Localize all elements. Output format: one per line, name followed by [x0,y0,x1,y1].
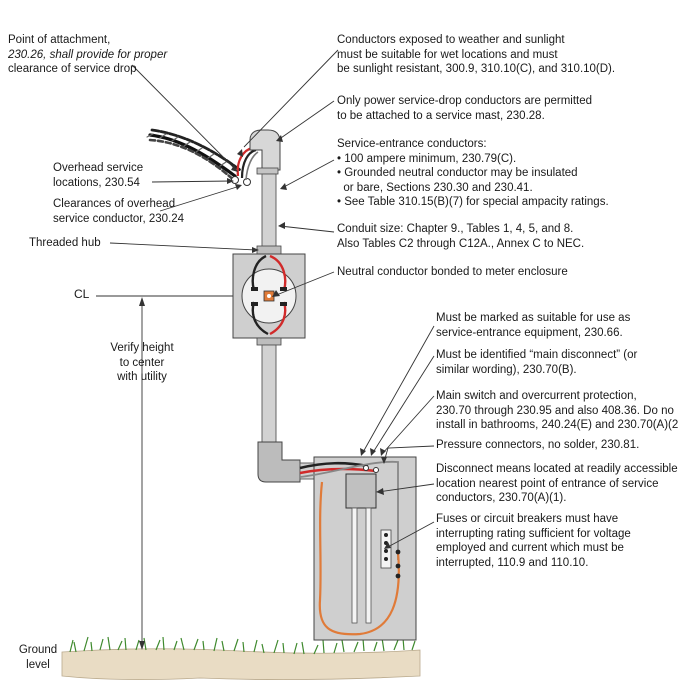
threaded-hub-label: Threaded hub [29,237,101,249]
service-entrance-label: Service-entrance conductors: • 100 amper… [337,138,609,208]
neutral-bonded-label: Neutral conductor bonded to meter enclos… [337,266,568,278]
ground-soil [61,648,421,680]
arrow-up [139,297,145,306]
threaded-hub [256,245,282,255]
point-of-attachment-label: Point of attachment, 230.26, shall provi… [8,34,168,75]
grounding-electrode-conductor [318,481,400,636]
main-disconnect-switch [345,473,377,509]
insulator [231,176,239,184]
main-disconnect-label: Must be identified “main disconnect” (or… [436,349,638,376]
conduit-size-label: Conduit size: Chapter 9., Tables 1, 4, 5… [337,223,585,250]
leader-arrowheads [227,135,391,549]
lb-fitting [257,441,301,483]
neutral-wire-white [299,460,399,560]
lug [373,467,379,473]
drip-loop-white [245,151,259,181]
verify-height-label: Verify height to center with utility [110,342,174,383]
bus-bar [365,507,372,624]
marked-suitable-label: Must be marked as suitable for use as se… [436,312,631,339]
service-drop-cable [146,128,242,184]
only-power-label: Only power service-drop conductors are p… [337,95,593,122]
pressure-connectors-label: Pressure connectors, no solder, 230.81. [436,439,640,451]
grass [69,636,416,655]
drip-loop-black [240,148,257,179]
bus-bar [351,507,358,624]
centerline-symbol: CL [74,287,90,301]
weatherhead [249,129,281,171]
meter-jaw [251,302,258,306]
arrow-down [139,641,145,650]
leader-lines [109,49,435,549]
lug [363,465,369,471]
neutral-bond-screw [267,294,271,298]
conductors-exposed-label: Conductors exposed to weather and sunlig… [337,34,616,75]
meter-jaw [280,287,287,291]
insulator [243,178,251,186]
fuses-label: Fuses or circuit breakers must have inte… [436,513,631,569]
service-mast-conduit [261,173,277,255]
conduit-lower [261,344,277,446]
service-wire-red [299,467,377,475]
meter-jaw [280,302,287,306]
mast-strap [256,167,279,175]
hub-lower [256,337,282,346]
neutral-bar-screws [384,533,401,579]
clearances-label: Clearances of overhead service conductor… [53,198,185,225]
overhead-locations-label: Overhead service locations, 230.54 [53,162,144,189]
meter-jaw [251,287,258,291]
disconnect-means-label: Disconnect means located at readily acce… [436,463,678,504]
main-switch-label: Main switch and overcurrent protection, … [436,390,679,431]
ground-level-label: Ground level [18,644,58,671]
